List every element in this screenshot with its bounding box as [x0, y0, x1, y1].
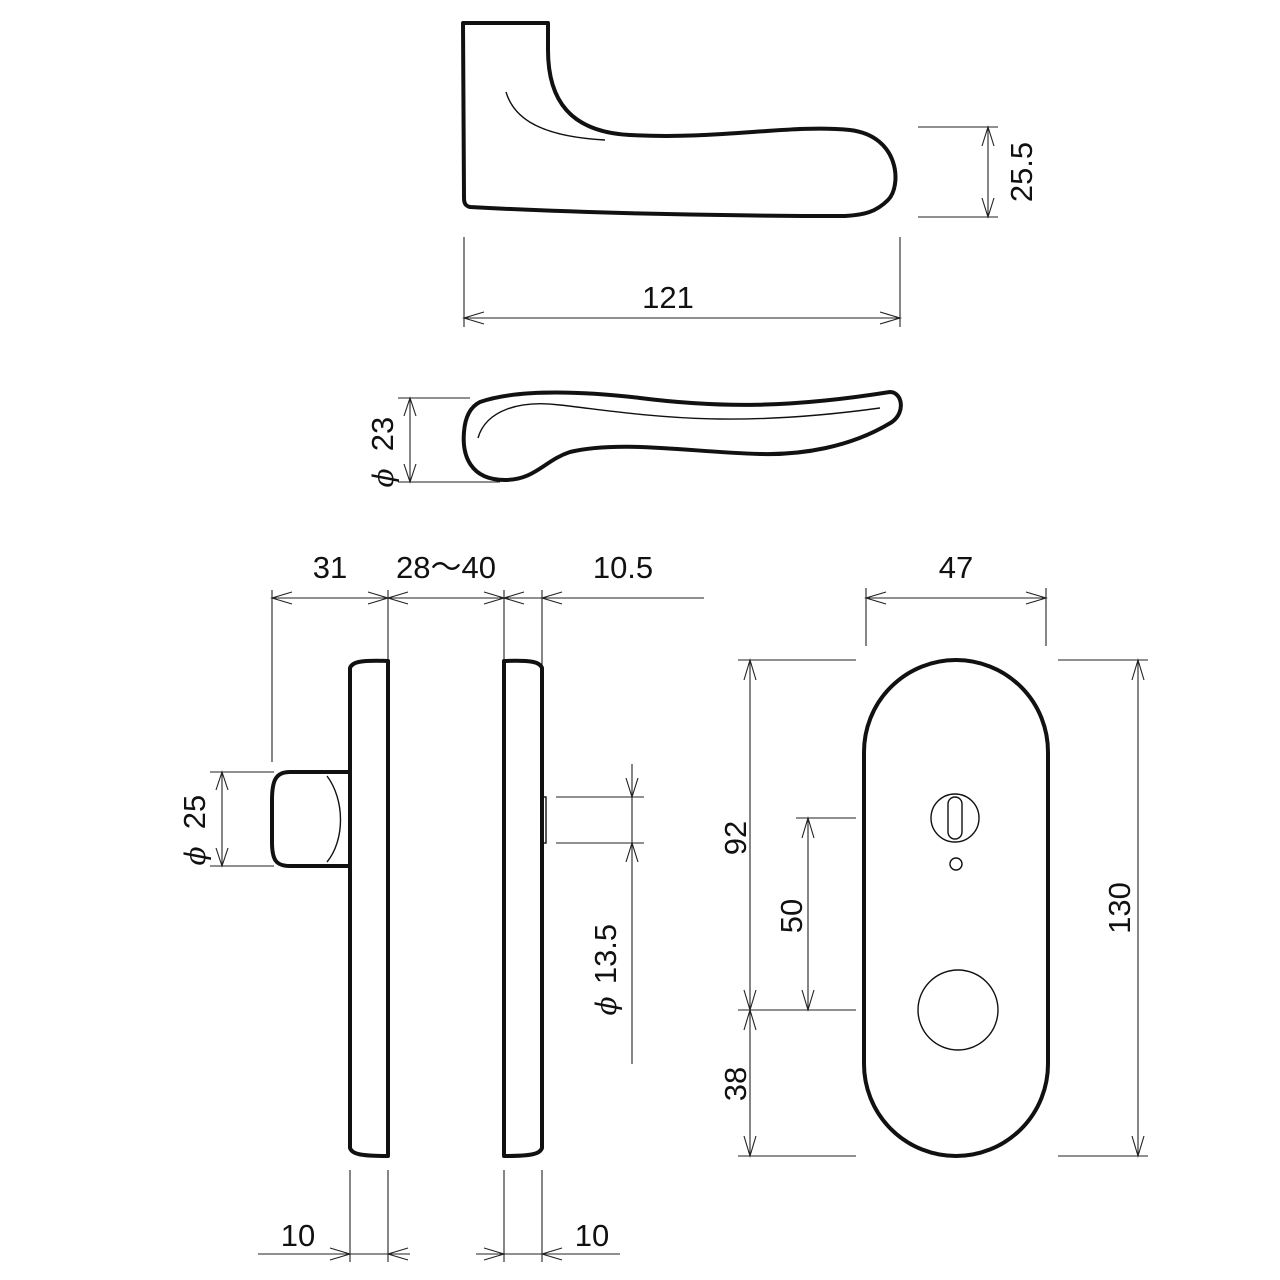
emergency-release-hole — [949, 857, 963, 871]
upper-to-center-label: 92 — [718, 821, 753, 855]
plate-width-label: 47 — [939, 550, 973, 585]
inner-projection-label: 10.5 — [593, 550, 653, 585]
spindle-diameter-dimension: ϕ 13.5 — [556, 764, 644, 1064]
grip-diameter-symbol: ϕ — [367, 468, 400, 487]
knob-diameter-label: 25 — [177, 795, 212, 829]
side-section-view — [270, 658, 547, 1158]
rose-thickness-dimensions: 10 10 — [258, 1170, 620, 1262]
lever-neck-contour — [505, 91, 606, 141]
lever-plan-view — [461, 390, 903, 482]
grip-diameter-label: 23 — [365, 417, 400, 451]
spindle-hole — [917, 969, 999, 1051]
thumbturn-knob — [270, 770, 352, 868]
side-top-dimensions: 31 28〜40 10.5 — [270, 550, 704, 762]
lever-height-label: 25.5 — [1004, 142, 1039, 202]
right-rose-plate — [502, 658, 544, 1158]
plate-height-dimension: 130 — [1058, 658, 1148, 1158]
thumbturn-profile — [326, 775, 342, 863]
plate-height-label: 130 — [1102, 882, 1137, 934]
center-distance-label: 50 — [774, 899, 809, 933]
plate-width-dimension: 47 — [864, 550, 1048, 646]
left-rose-plate — [348, 658, 390, 1158]
indicator-window — [930, 793, 980, 843]
knob-diameter-symbol: ϕ — [179, 846, 212, 865]
rose-projection-label: 31 — [313, 550, 347, 585]
escutcheon-plate-front — [862, 658, 1050, 1158]
grip-diameter-dimension: ϕ 23 — [365, 396, 500, 488]
escutcheon-plate — [862, 658, 1050, 1158]
spindle-diameter-label: 13.5 — [588, 924, 623, 984]
lever-length-label: 121 — [642, 280, 694, 315]
lever-grip — [461, 390, 903, 482]
indicator-slot — [947, 796, 963, 840]
lever-height-dimension: 25.5 — [918, 125, 1039, 219]
lever-body — [461, 21, 898, 218]
door-thickness-label: 28〜40 — [396, 550, 496, 585]
knob-diameter-dimension: ϕ 25 — [177, 770, 274, 868]
lever-grip-contour — [477, 403, 881, 439]
plate-center-dimensions: 92 38 50 — [718, 658, 856, 1158]
spindle-diameter-symbol: ϕ — [590, 996, 623, 1015]
rose-thickness-left-label: 10 — [281, 1218, 315, 1253]
lever-length-dimension: 121 — [462, 237, 902, 327]
lower-to-center-label: 38 — [718, 1067, 753, 1101]
spindle-stub — [541, 796, 547, 844]
lever-side-view — [461, 21, 898, 218]
rose-thickness-right-label: 10 — [575, 1218, 609, 1253]
